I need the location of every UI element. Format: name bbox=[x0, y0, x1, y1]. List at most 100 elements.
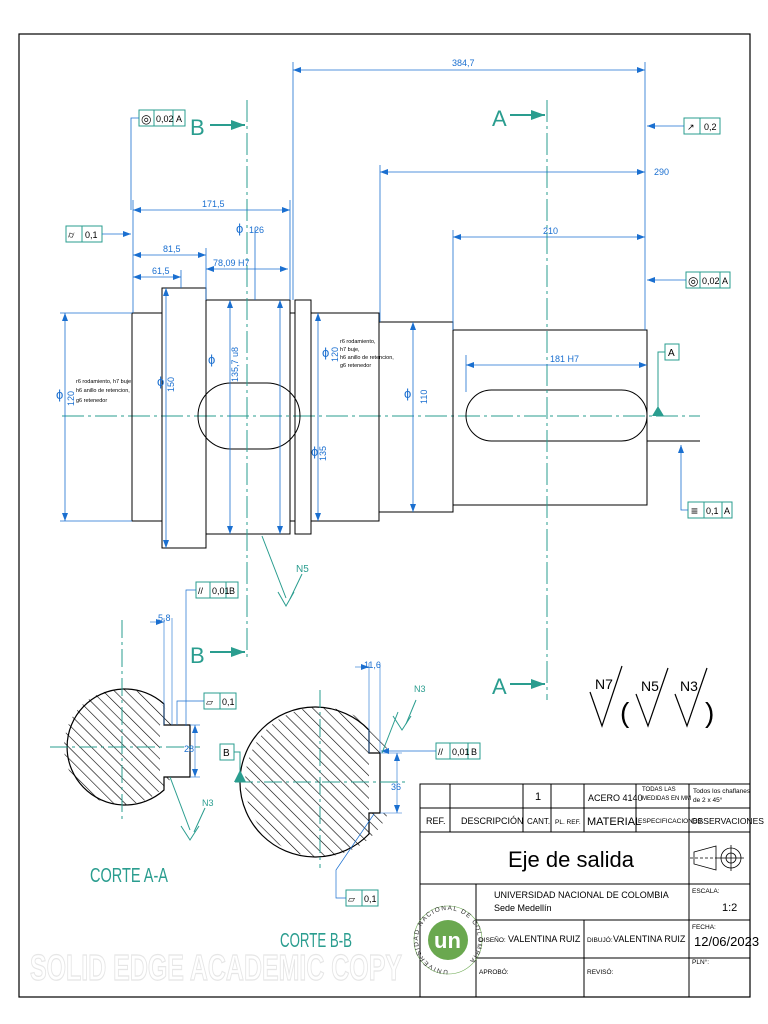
dim-81-5: 81,5 bbox=[163, 244, 181, 254]
dim-sec-a-width: 28 bbox=[184, 744, 194, 754]
header-ref: REF. bbox=[426, 816, 446, 826]
gdt-value: 0,02 bbox=[156, 114, 174, 124]
dim-keyway-right: 181 H7 bbox=[550, 354, 579, 364]
flatness-icon: ▱ bbox=[348, 894, 355, 904]
dim-sec-b-depth: 11,6 bbox=[364, 660, 381, 670]
finish-n3-label: N3 bbox=[414, 684, 426, 694]
segment-hub bbox=[205, 299, 291, 535]
dim-210: 210 bbox=[543, 226, 558, 236]
dim-overall: 384,7 bbox=[452, 58, 475, 68]
diameter-symbol: ϕ bbox=[56, 387, 63, 402]
logo-badge bbox=[428, 920, 468, 960]
finish-n5-label: N5 bbox=[296, 564, 309, 575]
datum-a-label: A bbox=[668, 348, 675, 359]
section-mark-a-bottom: A bbox=[492, 674, 507, 699]
keyway-right bbox=[465, 389, 648, 442]
title-block bbox=[419, 783, 751, 998]
finish-legend-n5: N5 bbox=[641, 678, 659, 694]
fit-note-mid-2: h7 buje, bbox=[340, 347, 360, 353]
dim-sec-b-width: 36 bbox=[391, 782, 401, 792]
header-obs: OBSERVACIONES bbox=[691, 816, 764, 826]
scale-label: ESCALA: bbox=[692, 888, 720, 895]
section-title-b: CORTE B-B bbox=[280, 930, 352, 952]
material-value: ACERO 4140 bbox=[588, 793, 643, 803]
obs-value-2: de 2 x 45° bbox=[693, 796, 723, 804]
concentricity-icon: ◎ bbox=[141, 112, 151, 126]
section-title-a: CORTE A-A bbox=[90, 865, 168, 887]
header-plref: PL. REF. bbox=[555, 819, 581, 826]
spec-value-1: TODAS LAS bbox=[642, 787, 676, 793]
finish-legend-paren-close: ) bbox=[705, 697, 714, 728]
draw-label: DIBUJÓ: bbox=[587, 935, 613, 944]
gdt-concentricity-right: ◎ 0,02 A bbox=[647, 271, 731, 289]
section-a-a: 5,8 28 // 0,01 B ▱ 0,1 N3 CORTE A-A bbox=[50, 581, 239, 887]
projection-symbol-icon bbox=[690, 845, 744, 871]
finish-n5: N5 bbox=[261, 535, 309, 608]
finish-legend: N7 ( N5 N3 ) bbox=[589, 665, 714, 728]
scale-value: 1:2 bbox=[722, 902, 737, 914]
section-mark-b-bottom: B bbox=[190, 643, 205, 668]
dim-61-5: 61,5 bbox=[152, 266, 170, 276]
finish-legend-paren-open: ( bbox=[620, 697, 630, 728]
dim-171-5: 171,5 bbox=[202, 199, 225, 209]
qty-value: 1 bbox=[535, 791, 541, 803]
dim-dia-150: 150 bbox=[166, 377, 176, 392]
header-cant: CANT. bbox=[527, 817, 550, 826]
sheet-border bbox=[18, 33, 751, 998]
dim-keyway-bore: 78,09 H7 bbox=[213, 258, 250, 268]
university-logo: UNIVERSIDAD NACIONAL DE COLOMBIA un bbox=[413, 905, 483, 975]
dim-dia-120: 120 bbox=[66, 391, 76, 406]
diameter-symbol: ϕ bbox=[322, 345, 329, 360]
fit-note-mid-1: r6 rodamiento, bbox=[340, 339, 376, 345]
diameter-symbol: ϕ bbox=[236, 221, 243, 236]
shaft-view bbox=[62, 287, 700, 549]
obs-value-1: Todos los chaflanes bbox=[693, 788, 751, 795]
dim-dia-110: 110 bbox=[419, 390, 429, 404]
finish-legend-main: N7 bbox=[595, 676, 613, 692]
header-desc: DESCRIPCIÓN bbox=[461, 816, 524, 826]
finish-n3-label: N3 bbox=[202, 798, 214, 808]
diameter-symbol: ϕ bbox=[157, 374, 164, 389]
gdt-value: 0,02 bbox=[702, 276, 720, 286]
gdt-runout: ↗ 0,2 bbox=[647, 117, 721, 135]
dim-dia-135-7: 135,7 u8 bbox=[230, 347, 240, 382]
segment-collar bbox=[161, 287, 207, 549]
gdt-value: 0,01 bbox=[212, 586, 230, 596]
section-mark-a-top: A bbox=[492, 106, 507, 131]
dim-sec-a-depth: 5,8 bbox=[158, 613, 171, 623]
approved-label: APROBÓ: bbox=[479, 967, 509, 976]
keyway-left bbox=[197, 382, 301, 450]
watermark: SOLID EDGE ACADEMIC COPY bbox=[30, 947, 402, 988]
diameter-symbol: ϕ bbox=[208, 352, 215, 367]
design-value: VALENTINA RUIZ bbox=[508, 934, 581, 944]
gdt-value: 0,1 bbox=[222, 697, 235, 707]
fit-note-left-1: r6 rodamiento, h7 buje, bbox=[76, 379, 133, 385]
gdt-value: 0,2 bbox=[704, 122, 717, 132]
dim-dia-120b: 120 bbox=[330, 347, 340, 362]
flatness-icon: ▱ bbox=[206, 697, 213, 707]
draw-value: VALENTINA RUIZ bbox=[613, 934, 686, 944]
parallel-icon: // bbox=[438, 747, 444, 757]
diameter-symbol: ϕ bbox=[404, 386, 411, 401]
date-label: FECHA: bbox=[692, 924, 716, 931]
drawing-title: Eje de salida bbox=[508, 847, 635, 872]
gdt-datum: B bbox=[471, 747, 477, 757]
fit-note-mid-4: g6 retenedor bbox=[340, 363, 371, 369]
design-label: DISEÑO: bbox=[479, 935, 506, 944]
concentricity-icon: ◎ bbox=[688, 274, 698, 288]
datum-a-marker: A bbox=[652, 343, 680, 416]
segment-left bbox=[131, 312, 163, 522]
section-mark-b-top: B bbox=[190, 115, 205, 140]
gdt-datum: A bbox=[722, 276, 728, 286]
dim-290: 290 bbox=[654, 167, 669, 177]
date-value: 12/06/2023 bbox=[694, 934, 759, 949]
fit-note-left-3: g6 retenedor bbox=[76, 398, 107, 404]
datum-b-label: B bbox=[223, 748, 230, 759]
gdt-concentricity-top: ◎ 0,02 A bbox=[130, 109, 186, 210]
header-material: MATERIAL bbox=[587, 816, 641, 828]
runout-icon: ↗ bbox=[687, 122, 695, 132]
dim-dia-135: 135 bbox=[318, 446, 328, 461]
gdt-value: 0,1 bbox=[85, 230, 98, 240]
title-block-text: 1 ACERO 4140 TODAS LAS MEDIDAS EN MM Tod… bbox=[426, 787, 764, 976]
segment-step bbox=[378, 321, 454, 513]
